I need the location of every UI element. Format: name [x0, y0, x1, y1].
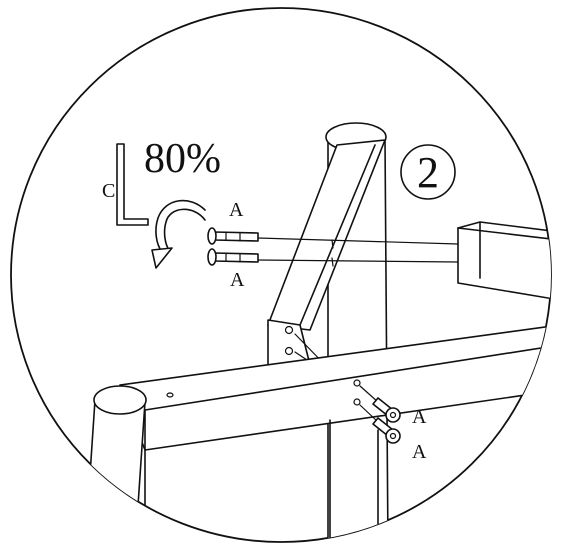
torque-label: 80%	[144, 136, 221, 182]
allen-key-icon	[116, 143, 149, 226]
rotation-arrow-icon	[151, 199, 206, 269]
bolt-right-upper	[353, 379, 401, 423]
step-number-badge: 2	[400, 144, 456, 200]
bolt-label-upper: A	[229, 199, 244, 221]
bolt-label-lower: A	[230, 269, 245, 291]
bolt-left-upper	[207, 227, 259, 245]
side-rail	[457, 221, 551, 301]
step-number: 2	[417, 148, 439, 197]
diagonal-arm	[267, 139, 386, 366]
bolt-label-right-upper: A	[412, 406, 427, 428]
bolt-right-lower	[353, 398, 401, 444]
tool-label: C	[102, 180, 115, 202]
bolt-left-lower	[207, 248, 259, 266]
bolt-label-right-lower: A	[412, 441, 427, 463]
